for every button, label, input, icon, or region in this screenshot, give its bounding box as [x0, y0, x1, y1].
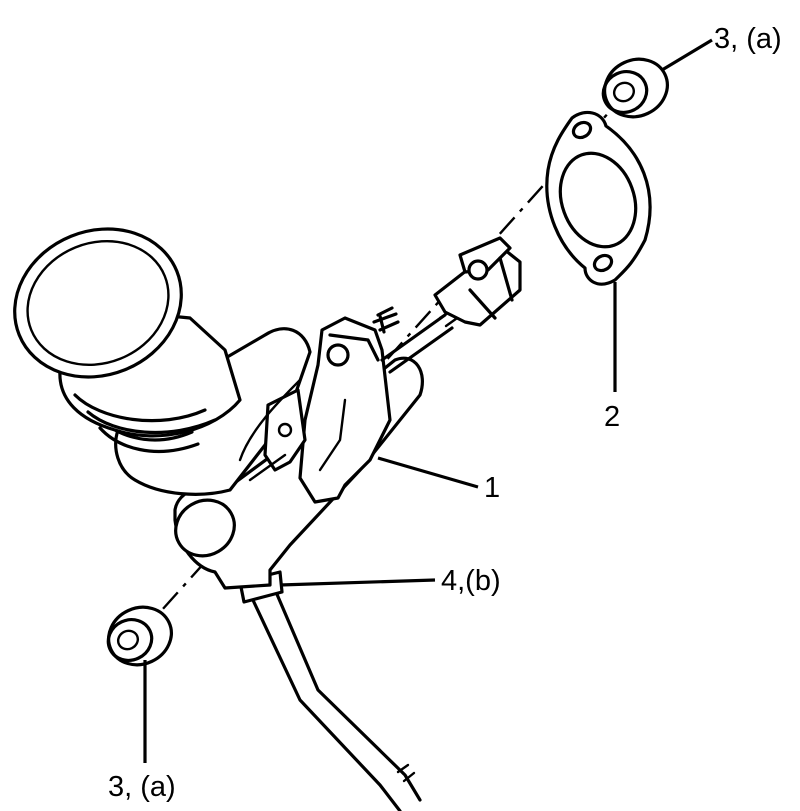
- callout-part-4: 4,(b): [441, 565, 501, 597]
- leader-part-1: [377, 456, 479, 489]
- callout-part-1: 1: [484, 472, 500, 504]
- callout-part-3-bottom: 3, (a): [108, 771, 176, 803]
- callout-part-2: 2: [604, 401, 620, 433]
- nut-bottom: [106, 605, 173, 667]
- leader-part-3-top: [661, 38, 713, 72]
- callout-part-3-top: 3, (a): [714, 23, 782, 55]
- leader-part-4: [279, 578, 436, 587]
- gasket: [545, 110, 652, 286]
- alignment-line: [134, 99, 621, 641]
- master-cylinder: [13, 227, 522, 590]
- nut-top: [601, 57, 669, 119]
- fluid-pipe: [238, 570, 422, 811]
